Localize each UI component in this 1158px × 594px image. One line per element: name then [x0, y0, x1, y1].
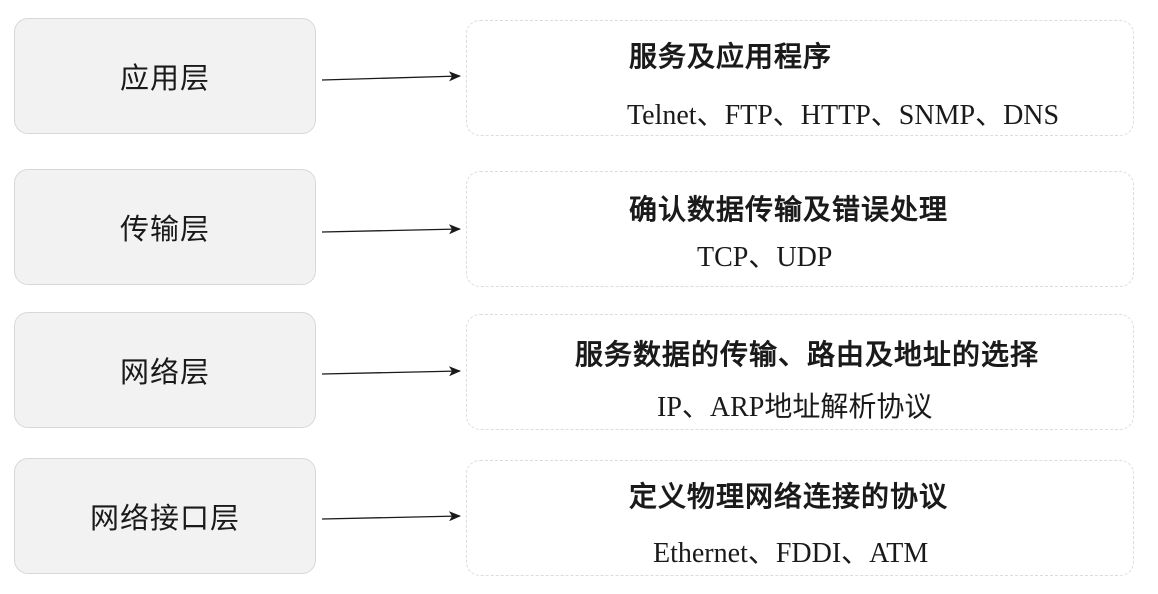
desc-protocols-network: IP、ARP地址解析协议	[657, 392, 933, 423]
layer-label-transport: 传输层	[119, 212, 210, 246]
layer-label-network-interface: 网络接口层	[89, 501, 240, 535]
desc-box-network: 服务数据的传输、路由及地址的选择 IP、ARP地址解析协议	[466, 314, 1134, 430]
desc-box-network-interface: 定义物理网络连接的协议 Ethernet、FDDI、ATM	[466, 460, 1134, 576]
arrow-application	[321, 71, 461, 82]
arrow-network	[321, 366, 461, 377]
desc-title-network-interface: 定义物理网络连接的协议	[629, 480, 949, 513]
arrow-network-interface	[321, 511, 461, 522]
layer-label-network: 网络层	[119, 355, 210, 389]
desc-protocols-network-interface: Ethernet、FDDI、ATM	[653, 538, 929, 569]
desc-title-transport: 确认数据传输及错误处理	[629, 193, 949, 226]
layer-box-network: 网络层	[14, 312, 316, 428]
desc-protocols-application: Telnet、FTP、HTTP、SNMP、DNS	[627, 100, 1060, 131]
layer-box-transport: 传输层	[14, 169, 316, 285]
desc-box-transport: 确认数据传输及错误处理 TCP、UDP	[466, 171, 1134, 287]
desc-box-application: 服务及应用程序 Telnet、FTP、HTTP、SNMP、DNS	[466, 20, 1134, 136]
layer-label-application: 应用层	[119, 61, 210, 95]
desc-title-application: 服务及应用程序	[629, 40, 833, 73]
desc-title-network: 服务数据的传输、路由及地址的选择	[575, 338, 1040, 371]
layer-box-network-interface: 网络接口层	[14, 458, 316, 574]
arrow-transport	[321, 224, 461, 235]
layer-box-application: 应用层	[14, 18, 316, 134]
desc-protocols-transport: TCP、UDP	[697, 242, 833, 273]
